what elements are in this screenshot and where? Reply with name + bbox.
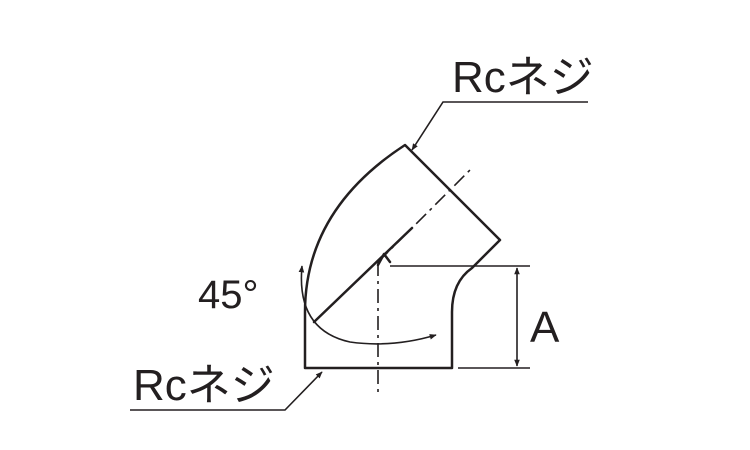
leader-line-bottom	[130, 371, 323, 411]
leader-line-top	[411, 101, 588, 151]
fitting-outline	[303, 143, 502, 370]
dimension-label-a: A	[530, 303, 560, 352]
thread-label-bottom: Rcネジ	[133, 361, 275, 410]
fitting-inner-step	[376, 252, 392, 267]
centerline-diagonal	[377, 169, 471, 263]
thread-label-top: Rcネジ	[452, 53, 594, 102]
angle-label: 45°	[198, 273, 259, 317]
angle-arc	[298, 265, 437, 345]
